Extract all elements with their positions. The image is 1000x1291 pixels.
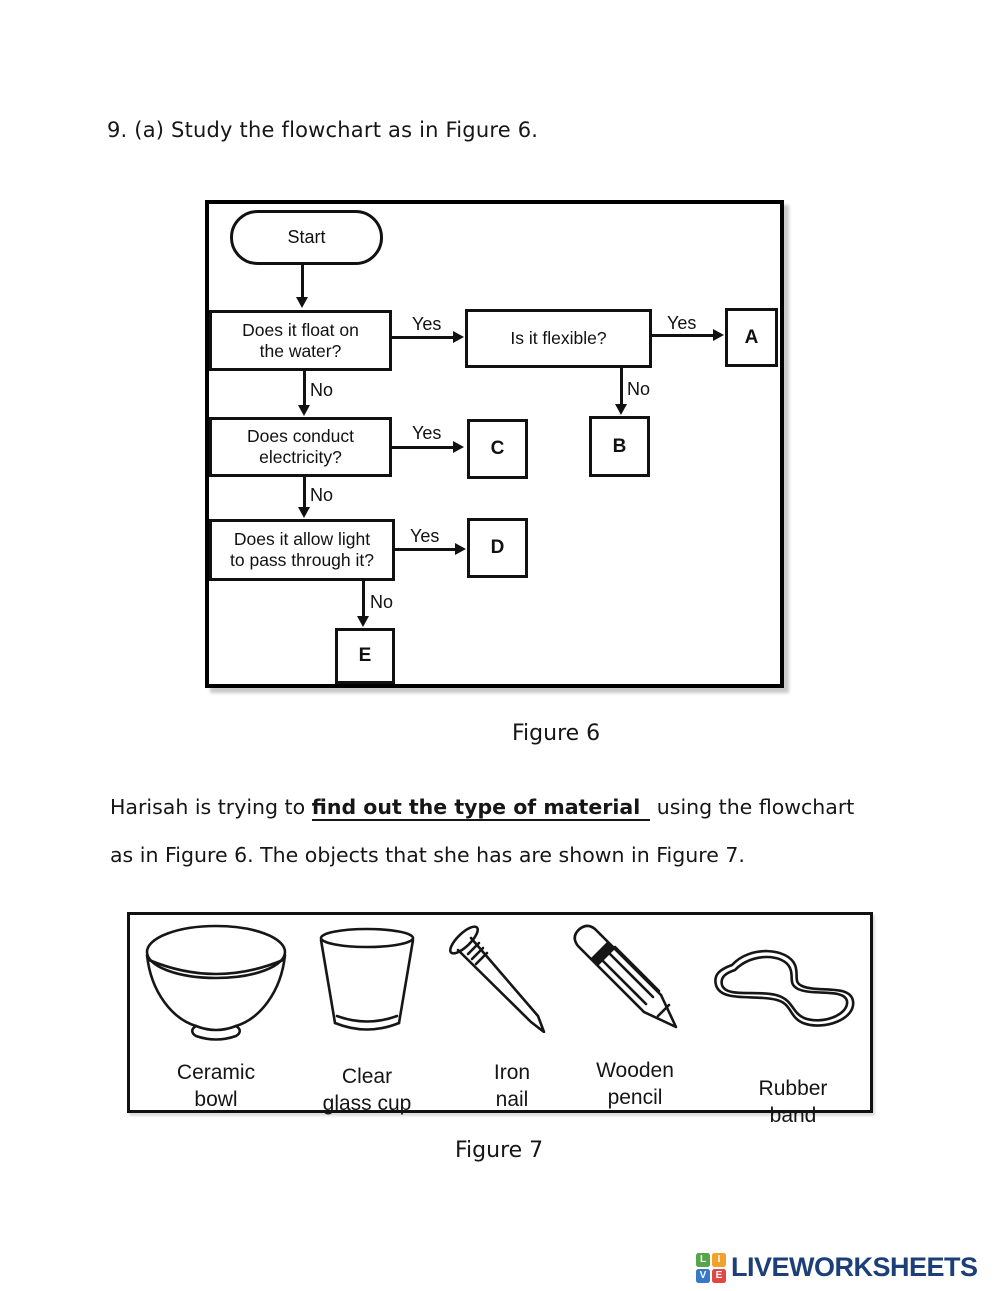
paragraph-post: using the flowchart [656, 795, 855, 819]
flowchart-start-node: Start [230, 210, 383, 265]
no-label-flexible: No [627, 379, 651, 399]
result-box-a: A [725, 308, 778, 367]
question-title: 9. (a) Study the flowchart as in Figure … [107, 118, 539, 142]
yes-label-conduct: Yes [412, 423, 442, 443]
paragraph-emphasis: find out the type of material [311, 795, 651, 821]
result-box-c: C [467, 419, 528, 479]
wooden-pencil-drawing [573, 924, 678, 1029]
liveworksheets-logo: L I V E LIVEWORKSHEETS [696, 1252, 978, 1283]
liveworksheets-logo-icon: L I V E [696, 1252, 726, 1283]
result-box-d: D [467, 518, 528, 578]
paragraph-line1: Harisah is trying to find out the type o… [110, 783, 854, 831]
iron-nail-drawing [448, 925, 546, 1033]
yes-label-light: Yes [410, 526, 440, 546]
no-label-float: No [310, 380, 334, 400]
yes-label-flexible: Yes [667, 313, 697, 333]
question-flexible-text: Is it flexible? [510, 328, 607, 348]
arrow-float-to-flexible [392, 331, 464, 343]
arrow-flexible-to-b [615, 368, 627, 415]
paragraph-pre: Harisah is trying to [110, 795, 312, 819]
result-box-b: B [589, 416, 650, 477]
arrow-flexible-to-a [652, 329, 724, 341]
logo-square-l: L [696, 1252, 710, 1267]
arrow-light-to-d [395, 543, 466, 555]
ceramic-bowl-drawing [145, 924, 287, 1041]
yes-label-float: Yes [412, 314, 442, 334]
result-c-label: C [490, 438, 505, 459]
rubber-band-drawing [714, 949, 855, 1027]
arrow-start-to-float [296, 265, 308, 308]
arrow-light-to-e [357, 581, 369, 627]
arrow-conduct-to-light [298, 477, 310, 518]
result-a-label: A [744, 326, 759, 348]
logo-square-v: V [696, 1268, 710, 1283]
result-d-label: D [490, 537, 505, 558]
result-box-e: E [335, 628, 395, 684]
no-label-conduct: No [310, 485, 334, 505]
clear-glass-cup-drawing [319, 927, 415, 1031]
result-b-label: B [612, 435, 627, 457]
figure7-caption: Figure 7 [455, 1138, 544, 1163]
logo-square-i: I [712, 1252, 726, 1267]
arrow-float-to-conduct [298, 371, 310, 416]
paragraph-line2: as in Figure 6. The objects that she has… [110, 843, 745, 867]
no-label-light: No [370, 592, 394, 612]
logo-square-e: E [712, 1268, 726, 1283]
liveworksheets-logo-text: LIVEWORKSHEETS [731, 1252, 978, 1282]
arrow-conduct-to-c [392, 441, 464, 453]
flowchart-question-flexible: Is it flexible? [465, 309, 652, 368]
figure6-caption: Figure 6 [512, 721, 601, 746]
paragraph: Harisah is trying to find out the type o… [110, 783, 854, 879]
result-e-label: E [358, 645, 372, 666]
start-label: Start [287, 227, 326, 247]
